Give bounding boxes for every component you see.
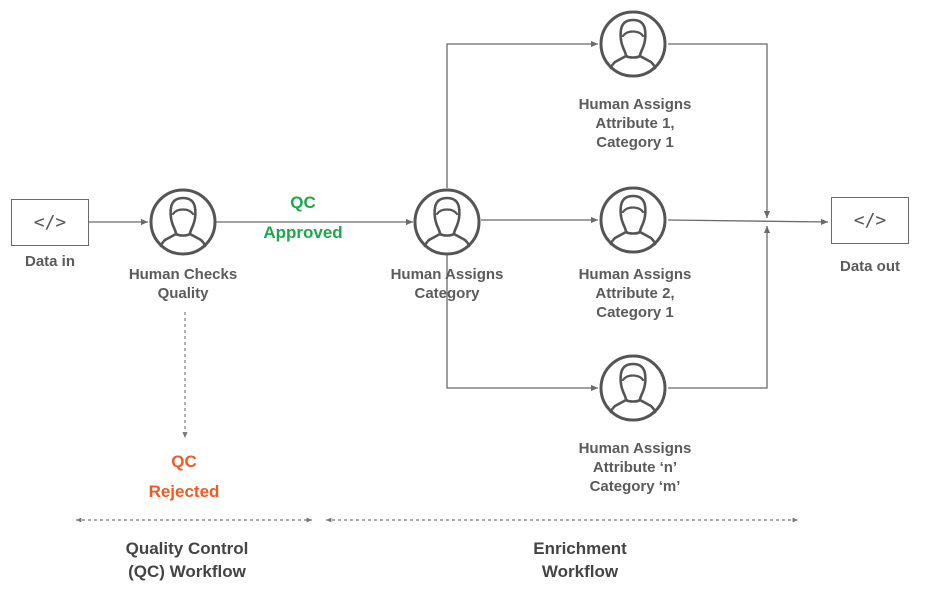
code-icon: </> <box>33 212 67 233</box>
attr1-line3: Category 1 <box>596 134 674 151</box>
data-in-box: </> <box>11 199 89 246</box>
attrn-line1: Human Assigns <box>578 440 692 457</box>
edge-attrn-to-merge <box>668 226 771 389</box>
qc-rejected-line2: Rejected <box>148 482 220 501</box>
person-icon <box>149 188 217 256</box>
qc-rejected-label: QC Rejected <box>124 447 244 507</box>
data-out-label: Data out <box>840 258 900 275</box>
attr2-label: Human Assigns Attribute 2, Category 1 <box>560 265 710 322</box>
person-icon <box>599 10 667 78</box>
enrichment-workflow-title: Enrichment Workflow <box>500 537 660 583</box>
qc-approved-label: QC Approved <box>243 188 363 248</box>
connector-lines <box>89 40 829 438</box>
edge-attr2-to-dataout <box>667 218 829 226</box>
person-icon <box>599 354 667 422</box>
data-in-label: Data in <box>24 253 75 270</box>
attrn-line2: Attribute ‘n’ <box>592 459 678 476</box>
assign-category-line2: Category <box>414 285 480 302</box>
assign-category-line1: Human Assigns <box>390 266 504 283</box>
qc-approved-line2: Approved <box>263 223 343 242</box>
attr1-line2: Attribute 1, <box>595 115 675 132</box>
edge-attr1-to-merge <box>668 43 771 218</box>
qc-check-line2: Quality <box>157 285 209 302</box>
attr2-line1: Human Assigns <box>578 266 692 283</box>
qc-workflow-line1: Quality Control <box>125 539 249 558</box>
qc-rejected-line1: QC <box>171 452 197 471</box>
qc-check-label: Human Checks Quality <box>113 265 253 303</box>
qc-approved-line1: QC <box>290 193 316 212</box>
edge-category-to-attrn <box>446 254 598 392</box>
attr2-line2: Attribute 2, <box>595 285 675 302</box>
enrichment-workflow-line2: Workflow <box>541 562 619 581</box>
qc-workflow-line2: (QC) Workflow <box>128 562 246 581</box>
attrn-label: Human Assigns Attribute ‘n’ Category ‘m’ <box>560 439 710 496</box>
data-out-box: </> <box>831 197 909 244</box>
assign-category-label: Human Assigns Category <box>377 265 517 303</box>
attr2-line3: Category 1 <box>596 304 674 321</box>
qc-check-line1: Human Checks <box>128 266 238 283</box>
person-icon <box>413 188 481 256</box>
attr1-label: Human Assigns Attribute 1, Category 1 <box>560 95 710 152</box>
edge-category-to-attr1 <box>446 40 598 188</box>
person-icon <box>599 186 667 254</box>
attr1-line1: Human Assigns <box>578 96 692 113</box>
qc-workflow-title: Quality Control (QC) Workflow <box>107 537 267 583</box>
code-icon: </> <box>853 210 887 231</box>
enrichment-workflow-line1: Enrichment <box>533 539 627 558</box>
attrn-line3: Category ‘m’ <box>589 478 681 495</box>
